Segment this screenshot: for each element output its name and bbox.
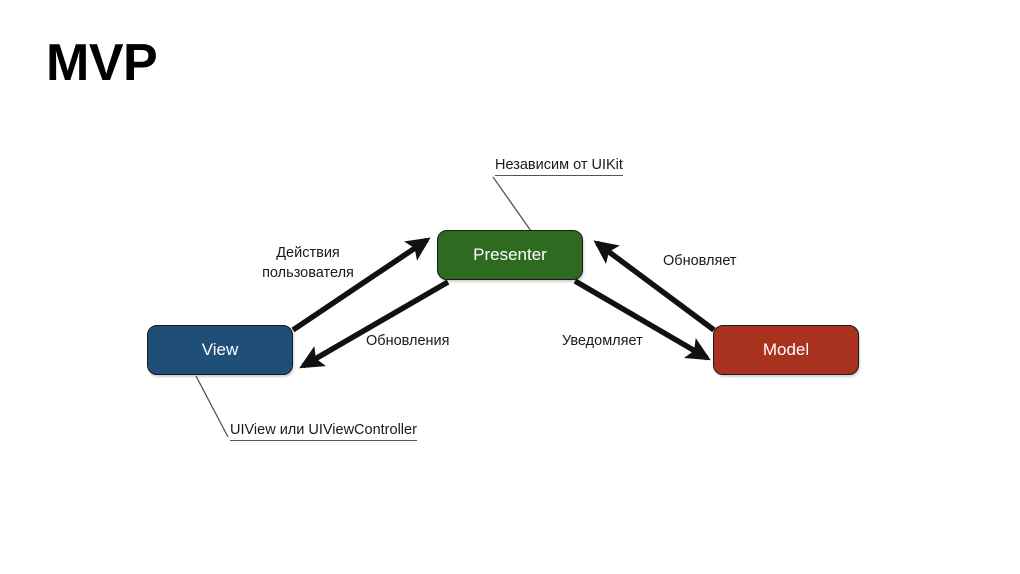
- node-model[interactable]: Model: [713, 325, 859, 375]
- callout-uikit-note: Независим от UIKit: [495, 157, 623, 176]
- callout-leader-uikit: [492, 176, 532, 232]
- callout-leader-uiview: [195, 375, 229, 438]
- edge-label-notifies: Уведомляет: [562, 333, 643, 349]
- edge-label-updates: Обновления: [366, 333, 450, 349]
- edge-label-user-actions: Действия пользователя: [262, 245, 354, 281]
- node-presenter[interactable]: Presenter: [437, 230, 583, 280]
- callout-uiview-note: UIView или UIViewController: [230, 422, 417, 441]
- arrow-model-to-presenter: [593, 240, 716, 333]
- edge-label-refreshes: Обновляет: [663, 253, 737, 269]
- arrow-presenter-to-view: [299, 279, 450, 369]
- node-view[interactable]: View: [147, 325, 293, 375]
- node-presenter-label: Presenter: [473, 245, 547, 264]
- arrow-view-to-presenter: [291, 237, 431, 333]
- node-view-label: View: [201, 340, 239, 359]
- arrow-presenter-to-model: [573, 278, 711, 361]
- page-title: MVP: [46, 34, 158, 92]
- node-model-label: Model: [762, 340, 810, 359]
